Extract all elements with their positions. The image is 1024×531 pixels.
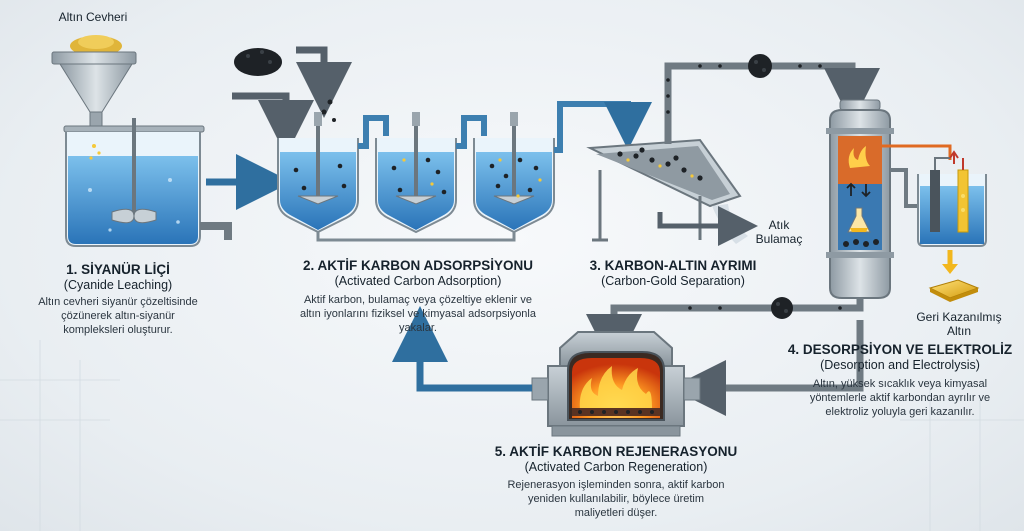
- step-4-desc-2: yöntemlerle aktif karbondan ayrılır ve: [809, 391, 991, 404]
- carbon-feed: [232, 46, 352, 156]
- step-2-subtitle: (Activated Carbon Adsorption): [334, 273, 502, 288]
- step-4-subtitle: (Desorption and Electrolysis): [820, 357, 980, 372]
- step-4-block: 4. DESORPSİYON VE ELEKTROLİZ (Desorption…: [778, 342, 1022, 420]
- desorption-column: [826, 99, 952, 299]
- ore-label: Altın Cevheri: [58, 10, 128, 24]
- regeneration-kiln: [531, 331, 701, 437]
- step-3-block: 3. KARBON-ALTIN AYRIMI (Carbon-Gold Sepa…: [578, 258, 768, 289]
- electrolysis-cell: [917, 150, 987, 247]
- step-1-desc-1: Altın cevheri siyanür çözeltisinde: [38, 295, 198, 308]
- step-5-title: 5. AKTİF KARBON REJENERASYONU: [494, 444, 738, 459]
- step-2-desc-1: Aktif karbon, bulamaç veya çözeltiye ekl…: [303, 293, 533, 306]
- leaching-tank: [51, 35, 232, 247]
- step-5-block: 5. AKTİF KARBON REJENERASYONU (Activated…: [456, 444, 776, 521]
- step-1-block: 1. SİYANÜR LİÇİ (Cyanide Leaching) Altın…: [8, 262, 228, 338]
- step-4-desc-3: elektroliz yoluyla geri kazanılır.: [825, 406, 975, 419]
- step-1-subtitle: (Cyanide Leaching): [63, 277, 173, 292]
- return-pipe: [586, 297, 864, 416]
- step-2-desc-2: altın iyonlarını fiziksel ve kimyasal ad…: [300, 307, 536, 320]
- step-5-desc-1: Rejenerasyon işleminden sonra, aktif kar…: [507, 478, 725, 491]
- tailings-label: Atık Bulamaç: [744, 218, 814, 246]
- tailings-label-line-1: Atık: [768, 218, 790, 232]
- step-4-desc-1: Altın, yüksek sıcaklık veya kimyasal: [812, 377, 988, 390]
- step-1-title: 1. SİYANÜR LİÇİ: [66, 262, 170, 277]
- recovered-gold-label: Geri Kazanılmış Altın: [900, 310, 1018, 338]
- step-4-title: 4. DESORPSİYON VE ELEKTROLİZ: [787, 342, 1013, 357]
- step-1-desc-3: kompleksleri oluşturur.: [63, 324, 173, 337]
- step-5-subtitle: (Activated Carbon Regeneration): [524, 459, 708, 474]
- step-2-block: 2. AKTİF KARBON ADSORPSİYONU (Activated …: [268, 258, 568, 336]
- carbon-transfer-pipe: [664, 54, 880, 144]
- gold-output: [928, 250, 980, 302]
- step-1-desc-2: çözünerek altın-siyanür: [61, 309, 175, 322]
- step-5-desc-2: yeniden kullanılabilir, böylece üretim: [527, 492, 705, 505]
- step-3-subtitle: (Carbon-Gold Separation): [601, 273, 745, 288]
- flow-arrow-5-2: [392, 306, 532, 392]
- adsorption-tanks: [277, 101, 652, 242]
- carbon-gold-separator: [586, 138, 758, 246]
- tailings-label-line-2: Bulamaç: [755, 232, 803, 247]
- recovered-gold-line-2: Altın: [946, 324, 971, 339]
- background-grid: [0, 340, 1024, 531]
- step-2-title: 2. AKTİF KARBON ADSORPSİYONU: [302, 258, 533, 273]
- step-2-desc-3: yakalar.: [399, 322, 437, 335]
- step-3-title: 3. KARBON-ALTIN AYRIMI: [589, 258, 757, 273]
- step-5-desc-3: maliyetleri düşer.: [574, 507, 658, 520]
- recovered-gold-line-1: Geri Kazanılmış: [916, 310, 1002, 324]
